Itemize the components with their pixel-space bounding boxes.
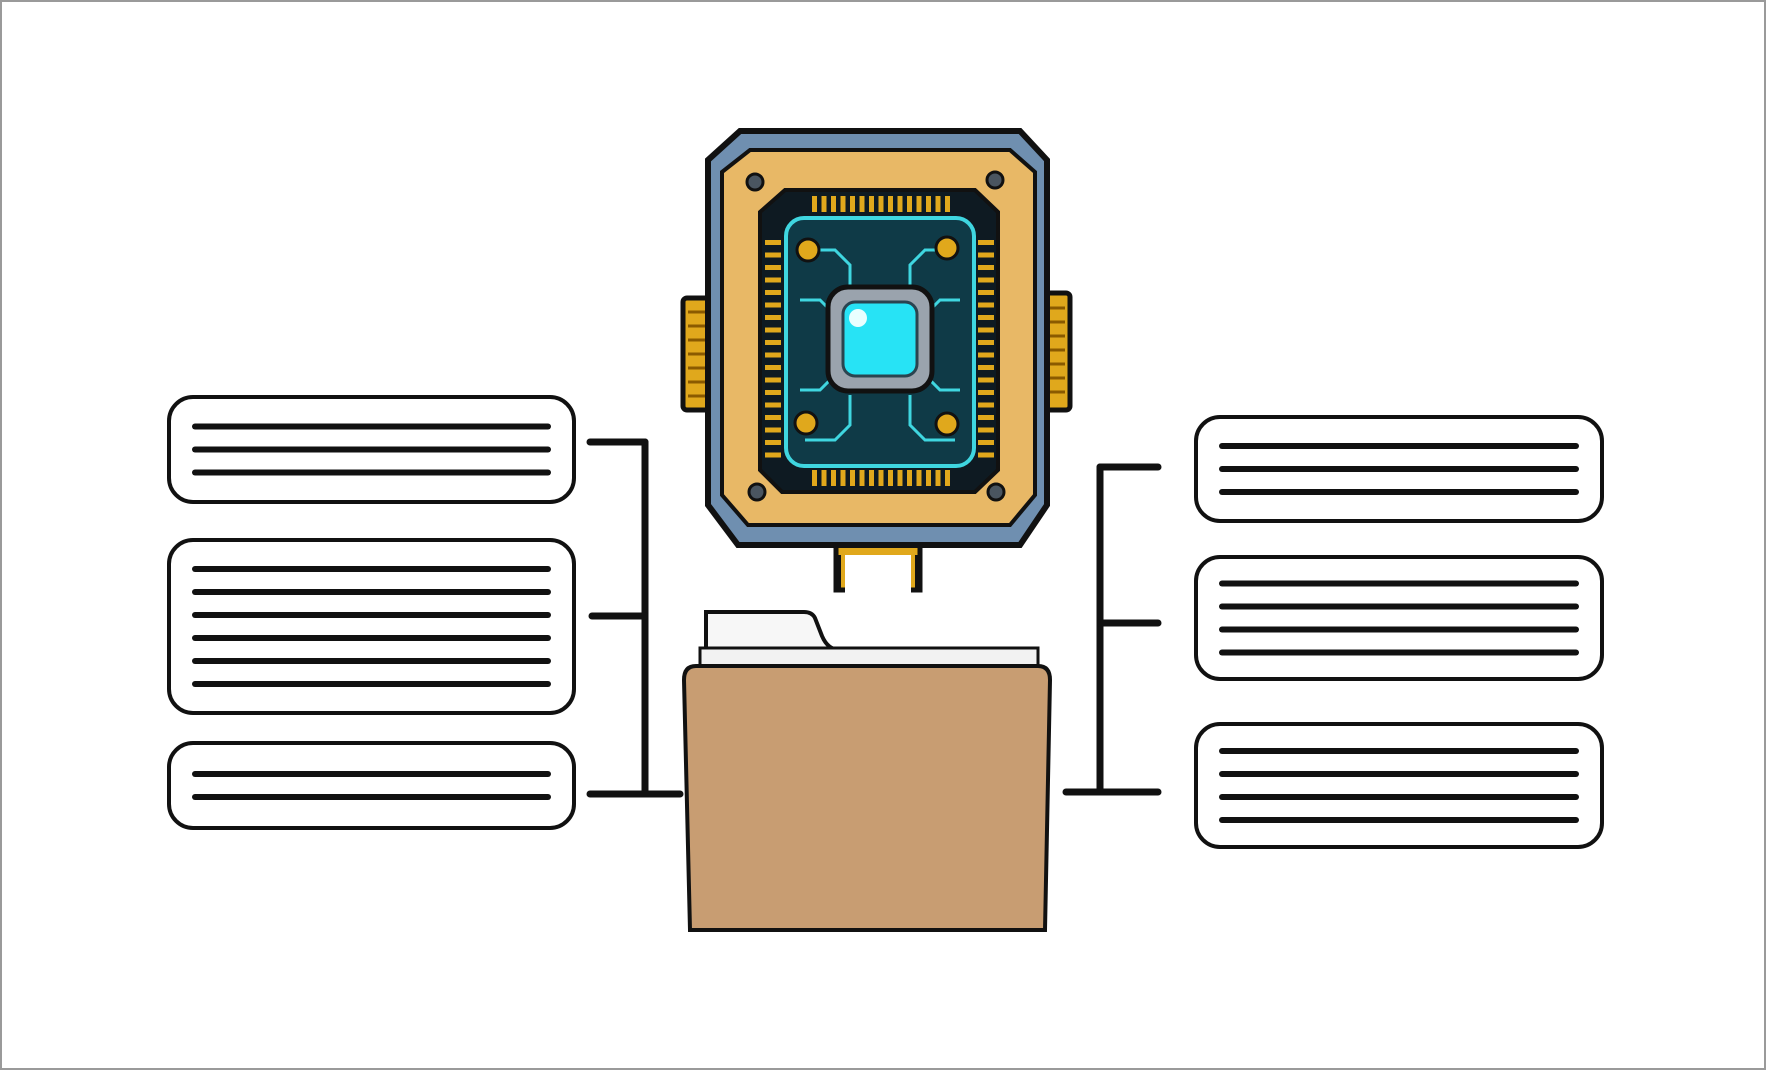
text-placeholder-box [1194,555,1604,681]
right-text-boxes [1194,415,1604,849]
text-placeholder-box [167,395,576,504]
folder-icon [681,610,1053,932]
text-placeholder-box [167,741,576,830]
circuit-board-chip-icon [680,128,1073,595]
left-text-boxes [167,395,576,830]
left-bracket-connector [586,438,684,798]
text-placeholder-box [167,538,576,715]
text-placeholder-box [1194,415,1604,523]
right-bracket-connector [1062,463,1162,796]
text-placeholder-box [1194,722,1604,849]
